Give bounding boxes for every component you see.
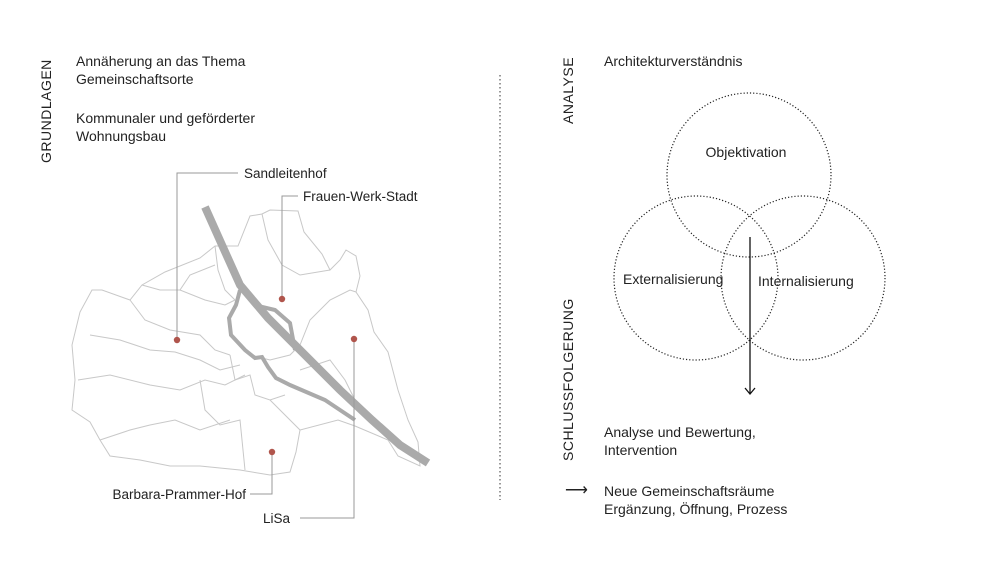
heading-architekturverstaendnis: Architekturverständnis [604,53,743,69]
topic-2-line-2: Wohnungsbau [76,128,167,144]
circle-internalisierung [720,195,886,361]
venn-circles [613,92,886,361]
leader-lines [176,172,355,519]
circle-label-internalisierung: Internalisierung [758,273,854,289]
circle-externalisierung [613,195,779,361]
label-sandleitenhof: Sandleitenhof [244,166,327,181]
marker-barbara-prammer-hof [268,448,276,456]
down-arrow [744,237,756,396]
site-markers [173,295,358,456]
label-barbara-prammer-hof: Barbara-Prammer-Hof [112,487,246,502]
district-borders [71,209,421,476]
outcome-line-2: Ergänzung, Öffnung, Prozess [604,501,788,517]
circle-label-objektivation: Objektivation [706,144,787,160]
marker-sandleitenhof [173,336,181,344]
circle-label-externalisierung: Externalisierung [623,271,723,287]
result-line-2: Intervention [604,442,678,458]
circle-objektivation [666,92,832,258]
section-label-schlussfolgerung: SCHLUSSFOLGERUNG [560,298,576,461]
label-frauen-werk-stadt: Frauen-Werk-Stadt [303,189,418,204]
topic-1-line-1: Annäherung an das Thema [76,53,246,69]
label-lisa: LiSa [263,511,291,526]
result-line-1: Analyse und Bewertung, [604,424,756,440]
outcome-arrow-icon: ⟶ [565,482,588,499]
section-label-analyse: ANALYSE [560,56,576,124]
marker-frauen-werk-stadt [278,295,286,303]
danube-river [201,205,431,467]
topic-2-line-1: Kommunaler und geförderter [76,110,255,126]
marker-lisa [350,335,358,343]
topic-1-line-2: Gemeinschaftsorte [76,71,194,87]
outcome-line-1: Neue Gemeinschaftsräume [604,483,775,499]
